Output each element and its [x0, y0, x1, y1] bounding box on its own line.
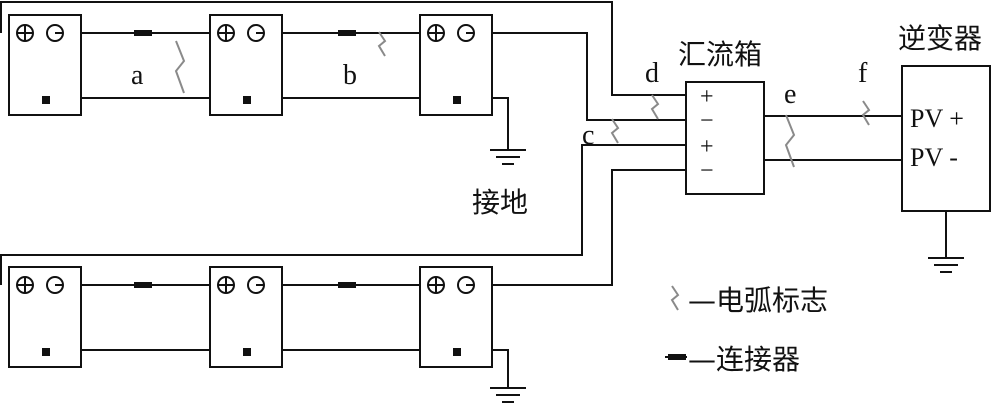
- combiner-minus-2: −: [700, 158, 714, 184]
- connector-icon: [665, 354, 687, 360]
- legend-connector-text: —连接器: [688, 343, 800, 376]
- arc-icon: [651, 94, 659, 120]
- ground-icon: [489, 387, 527, 403]
- arc-icon: [671, 285, 679, 311]
- arc-label-e: e: [784, 79, 796, 110]
- legend-arc-text: —电弧标志: [688, 284, 828, 317]
- arc-label-b: b: [343, 60, 357, 91]
- arc-icon: [862, 100, 870, 126]
- inverter-label: 逆变器: [898, 22, 982, 55]
- arc-label-f: f: [858, 58, 868, 89]
- bottom-string: [0, 144, 686, 403]
- arc-icon: [378, 31, 386, 57]
- pv-panel-top-1: [8, 14, 82, 116]
- arc-label-c: c: [582, 120, 594, 151]
- connector-icon: [128, 281, 158, 289]
- connector-icon: [332, 29, 362, 37]
- top-string: [0, 1, 686, 165]
- inverter: 逆变器 PV + PV -: [898, 22, 991, 273]
- legend: —电弧标志 —连接器: [665, 284, 828, 376]
- ground-icon: [927, 257, 965, 273]
- arc-icon: [175, 40, 185, 94]
- ground-icon: [489, 149, 527, 165]
- arc-label-d: d: [645, 58, 659, 89]
- pv-panel-bottom-2: [209, 266, 283, 368]
- arc-label-a: a: [131, 60, 144, 91]
- combiner-box: + − + − 汇流箱: [678, 38, 765, 195]
- pv-panel-top-2: [209, 14, 283, 116]
- pv-panel-bottom-3: [419, 266, 493, 368]
- pv-minus-label: PV -: [910, 143, 958, 172]
- connector-icon: [128, 29, 158, 37]
- pv-panel-top-3: [419, 14, 493, 116]
- combiner-box-label: 汇流箱: [678, 38, 762, 71]
- combiner-minus-1: −: [700, 108, 714, 134]
- combiner-plus-2: +: [700, 134, 714, 160]
- connector-icon: [332, 281, 362, 289]
- pv-plus-label: PV +: [910, 104, 964, 133]
- pv-panel-bottom-1: [8, 266, 82, 368]
- combiner-plus-1: +: [700, 84, 714, 110]
- ground-label: 接地: [472, 186, 528, 219]
- arc-icon: [611, 118, 619, 144]
